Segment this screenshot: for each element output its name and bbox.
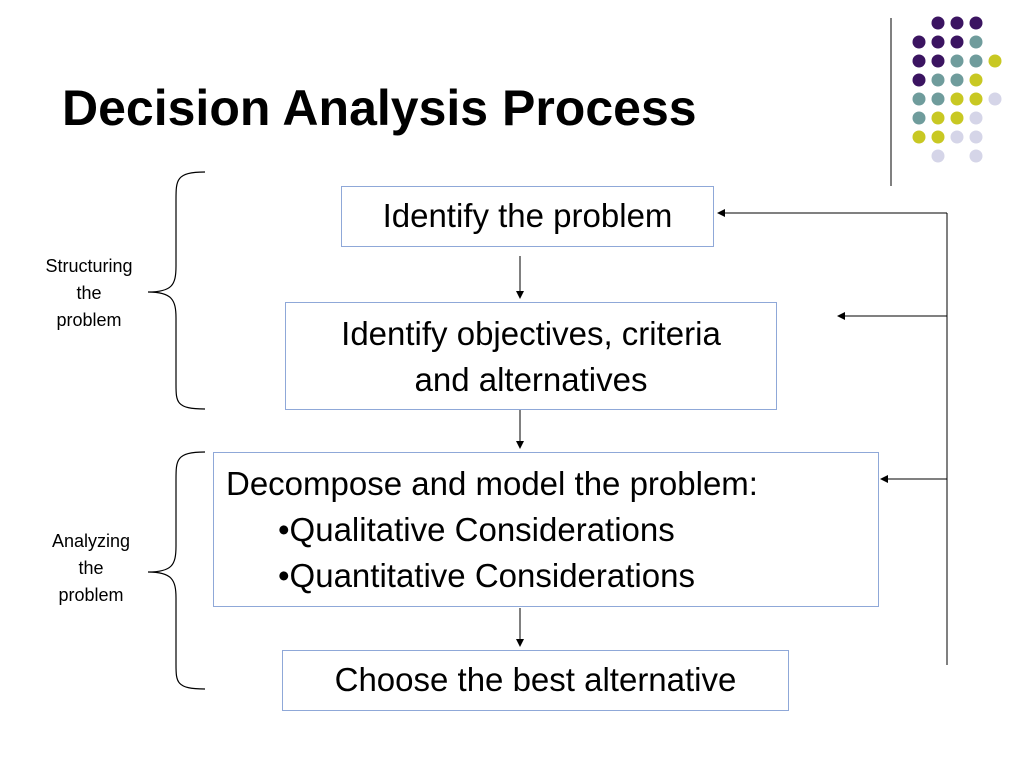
qualitative-bullet: •Qualitative Considerations — [278, 511, 675, 548]
decorative-dot — [931, 111, 945, 125]
decorative-dot — [931, 92, 945, 106]
decorative-dot — [950, 111, 964, 125]
decorative-dot — [912, 54, 926, 68]
decorative-dot — [969, 130, 983, 144]
step-decompose-model-title: Decompose and model the problem: — [226, 465, 758, 502]
structuring-label: Structuring the problem — [34, 253, 144, 334]
decorative-dot — [931, 16, 945, 30]
decorative-dot — [969, 149, 983, 163]
decorative-dot — [969, 16, 983, 30]
decorative-dot — [931, 54, 945, 68]
structuring-brace — [147, 171, 206, 410]
analyzing-label-line: the — [78, 558, 104, 578]
step-identify-problem-box: Identify the problem — [341, 186, 714, 247]
decorative-dot — [950, 73, 964, 87]
decorative-dot — [969, 73, 983, 87]
step-identify-objectives-line1: Identify objectives, criteria — [341, 315, 721, 352]
decorative-dot — [912, 35, 926, 49]
decorative-dot — [950, 54, 964, 68]
analyzing-brace — [147, 451, 206, 690]
decorative-dot — [950, 92, 964, 106]
step-identify-problem-text: Identify the problem — [382, 197, 673, 234]
decorative-dot — [912, 73, 926, 87]
decorative-dot — [969, 111, 983, 125]
step-choose-alternative-box: Choose the best alternative — [282, 650, 789, 711]
decorative-dot — [969, 54, 983, 68]
step-identify-objectives-box: Identify objectives, criteria and altern… — [285, 302, 777, 410]
analyzing-label: Analyzing the problem — [36, 528, 146, 609]
decorative-dot — [931, 73, 945, 87]
step-identify-objectives-line2: and alternatives — [414, 361, 648, 398]
decorative-dot — [912, 130, 926, 144]
decorative-dot — [931, 130, 945, 144]
structuring-label-line: problem — [56, 310, 122, 330]
decorative-dot — [969, 92, 983, 106]
structuring-label-line: Structuring — [45, 256, 133, 276]
decorative-dot — [988, 92, 1002, 106]
step-decompose-model-box: Decompose and model the problem: •Qualit… — [213, 452, 879, 607]
decorative-dot — [931, 35, 945, 49]
decorative-dot — [969, 35, 983, 49]
decorative-dot — [912, 92, 926, 106]
slide-title: Decision Analysis Process — [62, 80, 697, 136]
decorative-dot — [950, 130, 964, 144]
quantitative-bullet: •Quantitative Considerations — [278, 557, 695, 594]
decorative-dot — [950, 35, 964, 49]
decorative-dot — [912, 111, 926, 125]
decorative-dot — [950, 16, 964, 30]
step-choose-alternative-text: Choose the best alternative — [334, 661, 737, 698]
decorative-dot — [931, 149, 945, 163]
analyzing-label-line: problem — [58, 585, 124, 605]
decorative-dot-grid — [912, 16, 1002, 163]
structuring-label-line: the — [76, 283, 102, 303]
decorative-dot — [988, 54, 1002, 68]
analyzing-label-line: Analyzing — [51, 531, 131, 551]
